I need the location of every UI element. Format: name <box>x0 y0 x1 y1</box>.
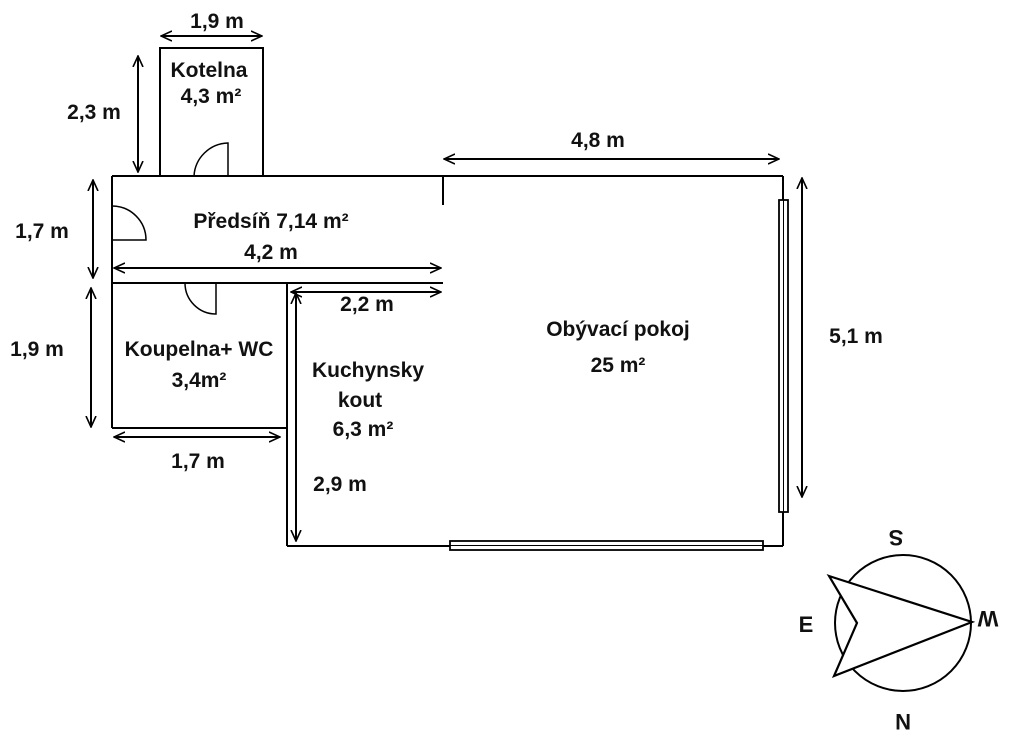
kotelna-walls <box>159 47 264 176</box>
dimension-lines <box>91 36 802 541</box>
compass-north: N <box>895 709 911 734</box>
label-bath-width: 1,7 m <box>171 450 225 473</box>
room-koupelna-name: Koupelna+ WC <box>125 338 274 361</box>
doors <box>111 142 229 315</box>
room-koupelna-area: 3,4m² <box>172 369 227 392</box>
entrance-door <box>111 205 147 241</box>
room-obyvaci-name: Obývací pokoj <box>546 318 690 341</box>
room-kotelna-name: Kotelna <box>170 59 247 82</box>
compass-needle-icon <box>826 574 976 678</box>
label-kotelna-height: 2,3 m <box>67 101 121 124</box>
room-labels: Kotelna 4,3 m² Předsíň 7,14 m² Obývací p… <box>125 59 690 441</box>
compass-west: W <box>977 606 998 631</box>
compass-east: E <box>799 612 814 637</box>
room-kuchyn-name-line2: kout <box>338 389 382 412</box>
label-kitchen-height: 2,9 m <box>313 473 367 496</box>
compass-south: S <box>889 525 904 550</box>
compass: S N E W <box>799 525 999 734</box>
label-hall-width: 4,2 m <box>244 241 298 264</box>
room-kuchyn-name-line1: Kuchynsky <box>312 359 424 382</box>
bathroom-door <box>184 282 217 315</box>
dimension-labels: 1,9 m 2,3 m 4,8 m 5,1 m 1,7 m 4,2 m 1,9 … <box>10 10 883 496</box>
kotelna-door <box>193 142 229 177</box>
room-obyvaci-area: 25 m² <box>591 354 646 377</box>
label-kitchen-width: 2,2 m <box>340 293 394 316</box>
room-kuchyn-area: 6,3 m² <box>333 418 394 441</box>
label-living-height: 5,1 m <box>829 325 883 348</box>
room-kotelna-area: 4,3 m² <box>181 85 242 108</box>
label-living-width: 4,8 m <box>571 129 625 152</box>
windows <box>449 199 789 551</box>
label-hall-height: 1,7 m <box>15 220 69 243</box>
room-predsin-label: Předsíň 7,14 m² <box>193 210 348 233</box>
label-kotelna-width: 1,9 m <box>190 10 244 33</box>
label-bath-height: 1,9 m <box>10 338 64 361</box>
